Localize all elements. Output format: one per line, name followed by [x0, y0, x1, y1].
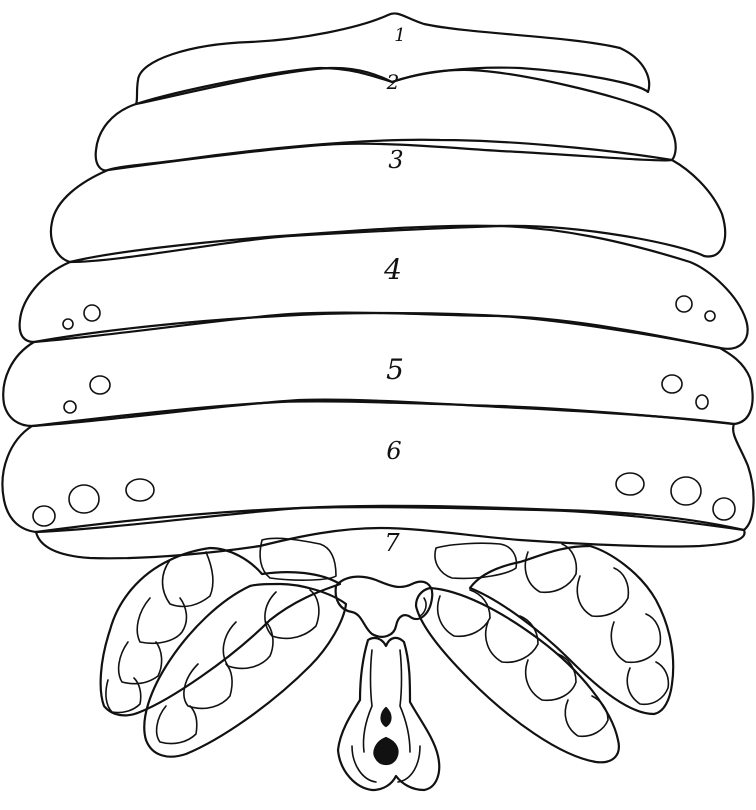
- spiracle-5-right-a: [662, 375, 682, 393]
- spiracle-6-right-c: [713, 498, 735, 520]
- spiracle-5-left-a: [64, 401, 76, 413]
- spiracle-4-left-b: [84, 305, 100, 321]
- segment-label-3: 3: [388, 148, 403, 172]
- right-inner-plate-row2: [486, 616, 538, 662]
- spiracle-6-left-a: [33, 506, 55, 526]
- segment-label-2: 2: [387, 72, 400, 92]
- spiracle-4-right-b: [705, 311, 715, 321]
- segment-7-flap-right: [435, 543, 516, 578]
- spiracle-5-left-b: [90, 376, 110, 394]
- left-inner-plate-row4: [157, 706, 197, 744]
- left-plate-row3: [119, 642, 162, 684]
- left-inner-plate-row1: [265, 590, 319, 638]
- segment-label-1: 1: [394, 27, 405, 45]
- segment-5-outline: [3, 313, 752, 426]
- left-plate-row1: [163, 552, 213, 606]
- spiracle-4-right-a: [676, 296, 692, 312]
- genital-right-lobe: [398, 746, 420, 782]
- segment-label-6: 6: [386, 439, 401, 463]
- segment-label-4: 4: [384, 256, 402, 284]
- right-plate-row4: [627, 662, 668, 704]
- spiracle-6-right-b: [671, 477, 701, 505]
- segment-label-5: 5: [386, 356, 404, 384]
- left-inner-plate-row2: [223, 622, 273, 668]
- right-plate-row2: [577, 568, 628, 616]
- spiracle-6-left-c: [126, 479, 154, 501]
- segment-6-outline: [2, 401, 753, 532]
- genital-dark-mark-lower: [374, 738, 397, 764]
- genital-inner-left: [363, 650, 372, 752]
- spiracle-6-right-a: [616, 473, 644, 495]
- left-plate-row2: [137, 598, 186, 643]
- segment-label-7: 7: [384, 531, 399, 555]
- right-plate-row3: [611, 614, 660, 662]
- spiracle-5-right-b: [696, 395, 708, 409]
- genital-dark-mark-upper: [382, 708, 391, 726]
- left-inner-plate-outline: [144, 584, 346, 757]
- spiracle-4-left-a: [63, 319, 73, 329]
- right-inner-plate-row3: [526, 654, 576, 700]
- central-bridge: [336, 577, 433, 637]
- segment-4-outline: [20, 226, 748, 349]
- spiracle-6-left-b: [69, 485, 99, 513]
